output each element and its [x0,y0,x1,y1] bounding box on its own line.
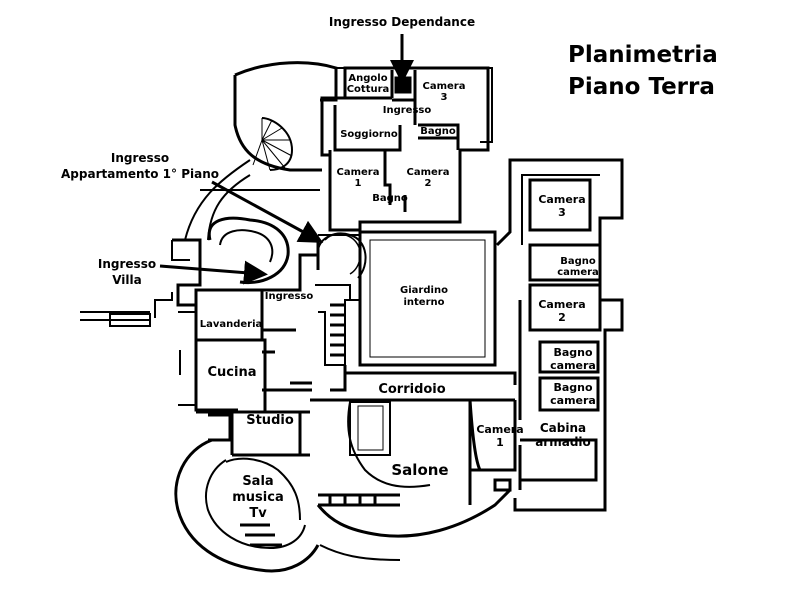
room-camera2-line1: Camera [538,298,585,311]
room-sala-musica-line3: Tv [249,506,267,521]
room-camera2-dependance-line1: Camera [407,167,450,178]
arrow-ingresso-villa [159,260,268,285]
arrow-ingresso-appartamento [211,180,324,243]
label-ingresso-appartamento-line2: Appartamento 1° Piano [61,167,219,181]
room-bagno-camera-c-line2: camera [550,394,596,407]
room-camera3-dependance-line1: Camera [423,81,466,92]
room-cabina-armadio-line2: armadio [535,435,591,449]
label-ingresso-dependance: Ingresso Dependance [329,15,475,29]
room-camera3-dependance-line2: 3 [441,92,448,103]
room-bagno-camera-a-line2: camera [557,267,599,278]
room-lavanderia: Lavanderia [200,319,263,330]
room-camera1-dependance-line2: 1 [355,178,362,189]
room-soggiorno: Soggiorno [340,129,398,140]
room-corridoio: Corridoio [378,382,445,397]
room-bagno-dependance-2: Bagno [372,193,408,204]
room-bagno-dependance: Bagno [420,126,456,137]
room-camera1-dependance-line1: Camera [337,167,380,178]
room-giardino-line1: Giardino [400,285,448,296]
plan-title-line2: Piano Terra [568,74,715,100]
room-giardino-line2: interno [403,297,444,308]
room-bagno-camera-a-line1: Bagno [560,256,596,267]
room-cucina: Cucina [208,365,257,380]
room-cabina-armadio-line1: Cabina [540,421,586,435]
room-studio: Studio [246,413,294,428]
room-camera2-dependance-line2: 2 [425,178,432,189]
room-ingresso-villa: Ingresso [265,291,314,302]
room-bagno-camera-b-line1: Bagno [553,346,593,359]
room-bagno-camera-b-line2: camera [550,359,596,372]
room-sala-musica-line2: musica [232,490,283,505]
room-salone: Salone [391,461,448,479]
room-camera3-line1: Camera [538,193,585,206]
room-camera1-line2: 1 [496,436,504,449]
room-angolo-cottura-line2: Cottura [347,84,390,95]
callout-arrows [159,34,414,285]
room-labels: Angolo Cottura Ingresso Camera 3 Soggior… [200,73,599,521]
room-camera3-line2: 3 [558,206,566,219]
room-camera2-line2: 2 [558,311,566,324]
room-ingresso-dependance: Ingresso [383,105,432,116]
plan-title-line1: Planimetria [568,42,718,68]
label-ingresso-villa-line2: Villa [112,273,142,287]
room-camera1-line1: Camera [476,423,523,436]
label-ingresso-villa-line1: Ingresso [98,257,156,271]
label-ingresso-appartamento-line1: Ingresso [111,151,169,165]
room-angolo-cottura-line1: Angolo [348,73,387,84]
walls [80,61,624,573]
room-bagno-camera-c-line1: Bagno [553,381,593,394]
room-sala-musica-line1: Sala [242,474,273,489]
